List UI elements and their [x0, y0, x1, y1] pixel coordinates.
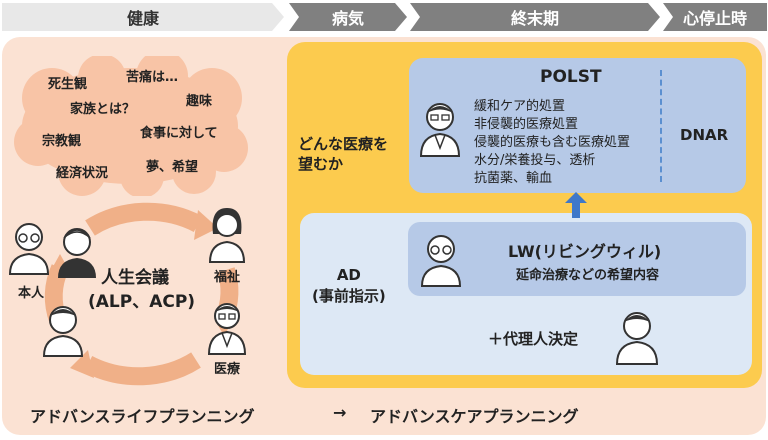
medical-doctor-icon	[207, 303, 247, 355]
polst-title: POLST	[540, 67, 602, 87]
family-person-icon	[58, 228, 96, 278]
cloud-item: 夢、希望	[146, 160, 199, 175]
phase-illness: 病気	[289, 3, 407, 31]
role-welfare: 福祉	[214, 270, 241, 285]
elderly-person-icon	[420, 235, 462, 287]
life-meeting-subtitle: (ALP、ACP)	[88, 292, 196, 312]
cloud-item: 苦痛は…	[126, 70, 179, 85]
phase-terminal: 終末期	[410, 3, 660, 31]
welfare-person-icon	[208, 208, 246, 263]
cloud-item: 経済状況	[56, 166, 109, 181]
person-icon	[42, 306, 84, 357]
polst-item: 緩和ケア的処置	[474, 99, 566, 114]
cloud-item: 死生観	[48, 77, 88, 92]
phase-health: 健康	[2, 3, 284, 31]
polst-item: 抗菌薬、輸血	[474, 171, 553, 186]
phase-cardiac-arrest: 心停止時	[663, 3, 767, 31]
self-person-icon	[8, 223, 50, 275]
cloud-item: 食事に対して	[140, 126, 218, 141]
footer-acp: アドバンスケアプランニング	[370, 407, 579, 426]
polst-divider	[660, 70, 662, 182]
cloud-item: 家族とは？	[70, 102, 136, 117]
polst-item: 非侵襲的医療処置	[474, 117, 579, 132]
footer-alp: アドバンスライフプランニング	[30, 407, 255, 426]
medical-wish-question: どんな医療を 望むか	[298, 135, 389, 173]
polst-item: 水分/栄養投与、透析	[474, 153, 596, 168]
role-self: 本人	[18, 286, 45, 301]
living-will-subtitle: 延命治療などの希望内容	[516, 268, 660, 283]
up-arrow-icon	[565, 192, 587, 218]
living-will-title: LW(リビングウィル)	[508, 242, 662, 261]
polst-panel	[409, 58, 746, 193]
dnar-label: DNAR	[680, 126, 729, 144]
living-will-panel	[408, 222, 746, 296]
proxy-person-icon	[615, 312, 659, 365]
life-meeting-title: 人生会議	[101, 268, 169, 288]
proxy-decision: ＋代理人決定	[488, 330, 579, 348]
role-medical: 医療	[214, 362, 241, 377]
polst-item: 侵襲的医療も含む医療処置	[474, 135, 631, 150]
values-cloud	[14, 56, 248, 196]
cloud-item: 宗教観	[42, 134, 82, 149]
ad-label: AD (事前指示)	[312, 266, 386, 305]
cloud-item: 趣味	[186, 94, 213, 109]
footer-arrow: →	[333, 403, 347, 422]
doctor-icon	[419, 103, 461, 157]
